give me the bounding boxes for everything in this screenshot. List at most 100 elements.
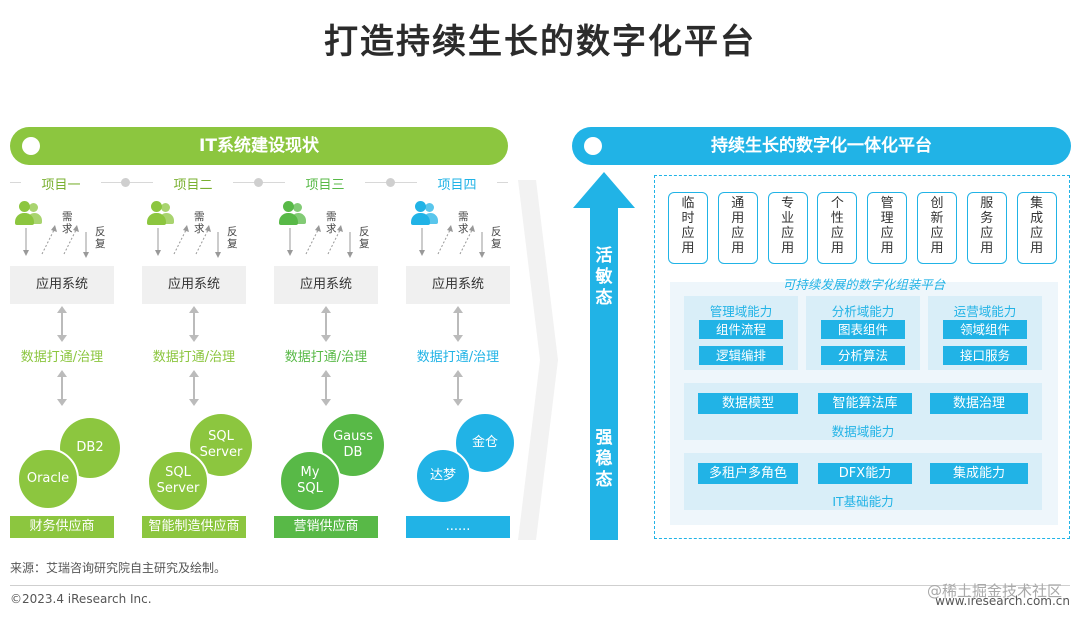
header-dot-icon	[22, 137, 40, 155]
it-base-label: IT基础能力	[832, 494, 894, 509]
feedback-label: 反复	[491, 226, 502, 250]
demand-feedback-arrows-icon	[419, 225, 485, 258]
app-card-char: 应	[681, 226, 695, 241]
right-section-header: 持续生长的数字化一体化平台	[572, 127, 1071, 165]
agile-state-label: 活敏态	[595, 246, 613, 308]
double-arrow-icon	[189, 306, 199, 342]
project-label: 项目一	[21, 174, 101, 193]
user-group-icon	[411, 201, 439, 227]
vendor-label: 智能制造供应商	[142, 516, 246, 538]
demand-label: 需求	[62, 211, 73, 235]
capability-chip: 接口服务	[943, 346, 1027, 365]
data-domain-chip: 数据治理	[930, 393, 1028, 414]
app-card-char: 用	[731, 211, 745, 226]
app-card-char: 个	[830, 196, 844, 211]
platform-frame	[654, 175, 1070, 539]
app-card-char: 业	[781, 211, 795, 226]
app-system-box: 应用系统	[142, 266, 246, 304]
demand-feedback-arrows-icon	[155, 225, 221, 258]
app-card-char: 用	[930, 241, 944, 256]
app-card-char: 用	[781, 241, 795, 256]
left-header-label: IT系统建设现状	[199, 136, 319, 156]
demand-feedback-arrows-icon	[287, 225, 353, 258]
app-card-char: 集	[1030, 196, 1044, 211]
app-card-char: 性	[830, 211, 844, 226]
header-dot-icon	[584, 137, 602, 155]
source-note: 来源：艾瑞咨询研究院自主研究及绘制。	[10, 561, 227, 575]
app-card: 服务应用	[966, 192, 1007, 264]
footer-divider	[10, 585, 1070, 586]
vendor-label: ......	[406, 516, 510, 538]
data-governance-label: 数据打通/治理	[284, 350, 368, 365]
timeline-dot	[386, 178, 395, 187]
data-governance-label: 数据打通/治理	[20, 350, 104, 365]
separator-chevron-icon	[518, 180, 558, 540]
data-domain-chip: 智能算法库	[818, 393, 912, 414]
copyright: ©2023.4 iResearch Inc.	[10, 592, 152, 606]
demand-feedback-arrows-icon	[23, 225, 89, 258]
app-card-char: 服	[980, 196, 994, 211]
project-label: 项目三	[285, 174, 365, 193]
platform-label: 可持续发展的数字化组装平台	[782, 277, 946, 292]
double-arrow-icon	[321, 306, 331, 342]
data-domain-label: 数据域能力	[831, 424, 895, 439]
left-section-header: IT系统建设现状	[10, 127, 508, 165]
data-governance-label: 数据打通/治理	[152, 350, 236, 365]
it-base-chip: 集成能力	[930, 463, 1028, 484]
capability-title: 运营域能力	[953, 304, 1017, 319]
app-card-char: 创	[930, 196, 944, 211]
feedback-label: 反复	[95, 226, 106, 250]
app-card-char: 应	[980, 226, 994, 241]
data-governance-label: 数据打通/治理	[416, 350, 500, 365]
feedback-label: 反复	[227, 226, 238, 250]
double-arrow-icon	[57, 306, 67, 342]
it-base-chip: 多租户多角色	[698, 463, 798, 484]
user-group-icon	[147, 201, 175, 227]
app-card: 创新应用	[917, 192, 957, 264]
timeline-dot	[121, 178, 130, 187]
app-card-char: 用	[830, 241, 844, 256]
double-arrow-icon	[57, 370, 67, 406]
demand-label: 需求	[326, 211, 337, 235]
app-card-char: 应	[880, 226, 894, 241]
double-arrow-icon	[453, 370, 463, 406]
user-group-icon	[15, 201, 43, 227]
database-circle: Oracle	[17, 448, 79, 510]
watermark: @稀土掘金技术社区	[926, 582, 1062, 600]
app-card-char: 管	[880, 196, 894, 211]
app-card-char: 应	[781, 226, 795, 241]
vendor-label: 营销供应商	[274, 516, 378, 538]
project-label: 项目四	[417, 174, 497, 193]
feedback-label: 反复	[359, 226, 370, 250]
data-domain-chip: 数据模型	[698, 393, 798, 414]
app-card-char: 成	[1030, 211, 1044, 226]
vendor-label: 财务供应商	[10, 516, 114, 538]
timeline-dot	[254, 178, 263, 187]
app-card-char: 务	[980, 211, 994, 226]
capability-chip: 组件流程	[699, 320, 783, 339]
app-card-char: 用	[1030, 241, 1044, 256]
app-system-box: 应用系统	[274, 266, 378, 304]
page-title: 打造持续生长的数字化平台	[324, 22, 756, 62]
app-card-char: 时	[681, 211, 695, 226]
app-system-box: 应用系统	[406, 266, 510, 304]
app-card-char: 理	[880, 211, 894, 226]
double-arrow-icon	[321, 370, 331, 406]
app-card-char: 应	[731, 226, 745, 241]
website: www.iresearch.com.cn	[935, 594, 1070, 608]
app-card-char: 用	[880, 241, 894, 256]
capability-chip: 领域组件	[943, 320, 1027, 339]
capability-title: 分析域能力	[831, 304, 895, 319]
app-card: 个性应用	[817, 192, 858, 264]
app-card-char: 专	[781, 196, 795, 211]
app-card: 集成应用	[1016, 192, 1057, 264]
app-card-char: 用	[980, 241, 994, 256]
app-card-char: 通	[731, 196, 745, 211]
app-card-char: 应	[1030, 226, 1044, 241]
project-label: 项目二	[153, 174, 233, 193]
double-arrow-icon	[453, 306, 463, 342]
double-arrow-icon	[189, 370, 199, 406]
app-card-char: 用	[731, 241, 745, 256]
